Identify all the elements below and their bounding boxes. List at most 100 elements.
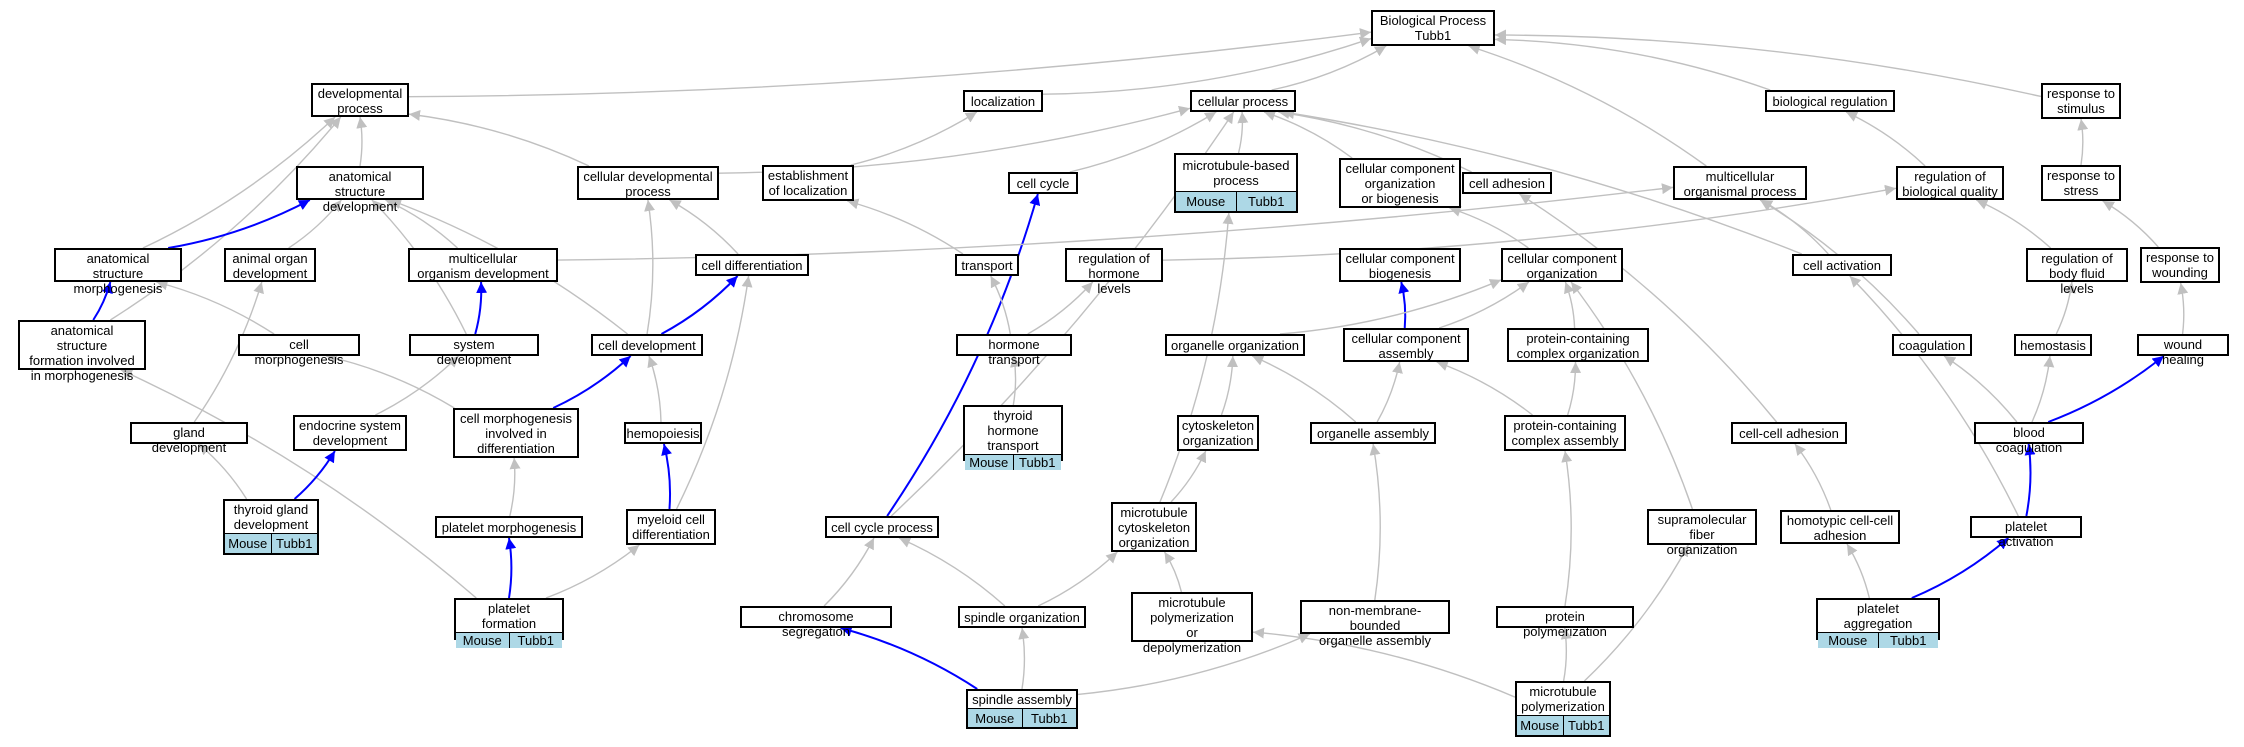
go-term-pmorph[interactable]: platelet morphogenesis (435, 516, 583, 538)
go-term-sfo[interactable]: supramolecular fiber organization (1647, 509, 1757, 557)
edge-bcoag-to-hemo (2031, 355, 2055, 423)
go-term-nmboa[interactable]: non-membrane-bounded organelle assembly (1300, 600, 1450, 648)
go-term-eloc[interactable]: establishment of localization (762, 165, 854, 201)
go-term-label: response to stress (2047, 168, 2115, 198)
go-term-esd[interactable]: endocrine system development (293, 415, 407, 451)
go-term-cc[interactable]: cell cycle (1008, 172, 1078, 194)
go-term-label: spindle assembly (972, 692, 1072, 707)
go-term-label: localization (970, 93, 1036, 109)
go-term-glanddev[interactable]: gland development (130, 422, 248, 455)
go-term-label: wound healing (2162, 337, 2204, 367)
go-term-ccb[interactable]: cellular component biogenesis (1339, 248, 1461, 282)
go-term-transport[interactable]: transport (955, 254, 1019, 276)
go-term-label: cellular component assembly (1351, 331, 1461, 361)
edge-pact-to-cact (1849, 275, 2019, 517)
go-term-sysdev[interactable]: system development (409, 334, 539, 367)
go-term-rbfl[interactable]: regulation of body fluid levels (2026, 248, 2128, 296)
go-term-wh[interactable]: wound healing (2137, 334, 2229, 367)
gene-tag: Tubb1 (1877, 633, 1939, 648)
go-term-label: cell development (598, 337, 696, 353)
edge-mcd-to-hpo (661, 443, 672, 510)
edge-cmorph-to-asm (156, 279, 275, 335)
go-term-label: cell morphogenesis involved in different… (459, 411, 572, 456)
go-term-asf[interactable]: anatomical structure formation involved … (18, 320, 146, 383)
edge-hcca-to-ccadh (1794, 443, 1832, 511)
go-term-pcco[interactable]: protein-containing complex organization (1507, 328, 1649, 362)
go-term-celldev[interactable]: cell development (591, 334, 703, 356)
go-term-rstress[interactable]: response to stress (2041, 165, 2121, 201)
go-term-rwound[interactable]: response to wounding (2140, 247, 2220, 283)
go-term-cdp[interactable]: cellular developmental process (577, 166, 719, 200)
go-term-label: cellular developmental process (583, 169, 713, 199)
edge-pmorph-to-cmid (509, 457, 521, 517)
edge-tht-to-ht (1010, 355, 1021, 406)
go-term-oo[interactable]: organelle organization (1165, 334, 1305, 356)
go-term-breg[interactable]: biological regulation (1765, 90, 1895, 112)
go-term-coag[interactable]: coagulation (1892, 334, 1972, 356)
go-term-cadh[interactable]: cell adhesion (1462, 172, 1552, 194)
go-term-label: regulation of biological quality (1902, 169, 1998, 199)
go-term-rhl[interactable]: regulation of hormone levels (1065, 248, 1163, 296)
go-term-cyto[interactable]: cytoskeleton organization (1177, 415, 1259, 451)
edge-pform-to-pmorph (505, 537, 517, 599)
go-term-asm[interactable]: anatomical structure morphogenesis (54, 248, 182, 296)
go-term-mod[interactable]: multicellular organism development (408, 248, 558, 282)
go-term-ht[interactable]: hormone transport (956, 334, 1072, 367)
go-term-asd[interactable]: anatomical structure development (296, 166, 424, 214)
go-term-mop[interactable]: multicellular organismal process (1673, 166, 1807, 200)
go-term-cca[interactable]: cellular component assembly (1343, 328, 1469, 362)
go-term-rstim[interactable]: response to stimulus (2041, 83, 2121, 119)
go-term-bcoag[interactable]: blood coagulation (1974, 422, 2084, 455)
go-term-mpd[interactable]: microtubule polymerization or depolymeri… (1131, 592, 1253, 655)
go-term-cact[interactable]: cell activation (1792, 254, 1892, 276)
go-term-oa[interactable]: organelle assembly (1310, 422, 1436, 444)
go-term-mcd[interactable]: myeloid cell differentiation (626, 509, 716, 545)
go-term-ccadh[interactable]: cell-cell adhesion (1731, 422, 1847, 444)
go-term-pact[interactable]: platelet activation (1970, 516, 2082, 549)
go-term-cp[interactable]: cellular process (1190, 90, 1296, 112)
go-term-pcca[interactable]: protein-containing complex assembly (1504, 415, 1626, 451)
go-term-ccp[interactable]: cell cycle process (825, 516, 939, 538)
go-term-label: biological regulation (1772, 93, 1888, 109)
go-term-cmorph[interactable]: cell morphogenesis (238, 334, 360, 367)
edge-cp-to-bp (1271, 45, 1387, 91)
go-term-ppoly[interactable]: protein polymerization (1496, 606, 1634, 639)
go-term-aod[interactable]: animal organ development (224, 248, 316, 282)
go-term-hemo[interactable]: hemostasis (2014, 334, 2092, 356)
go-term-label: protein-containing complex assembly (1511, 418, 1619, 448)
go-term-mco[interactable]: microtubule cytoskeleton organization (1111, 502, 1197, 552)
go-term-rbq[interactable]: regulation of biological quality (1896, 166, 2004, 200)
go-term-cco[interactable]: cellular component organization (1501, 248, 1623, 282)
go-term-label: platelet aggregation (1843, 601, 1913, 631)
go-term-cdiff[interactable]: cell differentiation (695, 254, 809, 276)
go-term-loc[interactable]: localization (963, 90, 1043, 112)
go-term-chseg[interactable]: chromosome segregation (740, 606, 892, 639)
go-term-hcca[interactable]: homotypic cell-cell adhesion (1780, 510, 1900, 544)
go-term-label: cell cycle (1016, 175, 1070, 191)
go-term-label: developmental process (317, 86, 403, 116)
edge-bcoag-to-wh (2047, 355, 2165, 423)
go-term-label: regulation of body fluid levels (2041, 251, 2113, 296)
gene-tag: Tubb1 (1562, 716, 1610, 735)
go-term-label: cell cycle process (831, 519, 933, 535)
edge-rbfl-to-rbq (1976, 199, 2052, 249)
go-term-dev[interactable]: developmental process (311, 83, 409, 117)
go-term-cmid[interactable]: cell morphogenesis involved in different… (453, 408, 579, 458)
go-term-sporg[interactable]: spindle organization (958, 606, 1086, 628)
go-term-label: microtubule polymerization (1521, 684, 1605, 714)
go-term-bp[interactable]: Biological Process Tubb1 (1371, 10, 1495, 46)
go-term-label: cellular process (1197, 93, 1289, 109)
go-term-label: cell adhesion (1469, 175, 1545, 191)
go-term-ccob[interactable]: cellular component organization or bioge… (1339, 158, 1461, 208)
go-term-hpo[interactable]: hemopoiesis (624, 422, 702, 444)
go-term-label: microtubule polymerization or depolymeri… (1142, 595, 1242, 655)
edge-mop-to-bp (1468, 44, 1707, 167)
